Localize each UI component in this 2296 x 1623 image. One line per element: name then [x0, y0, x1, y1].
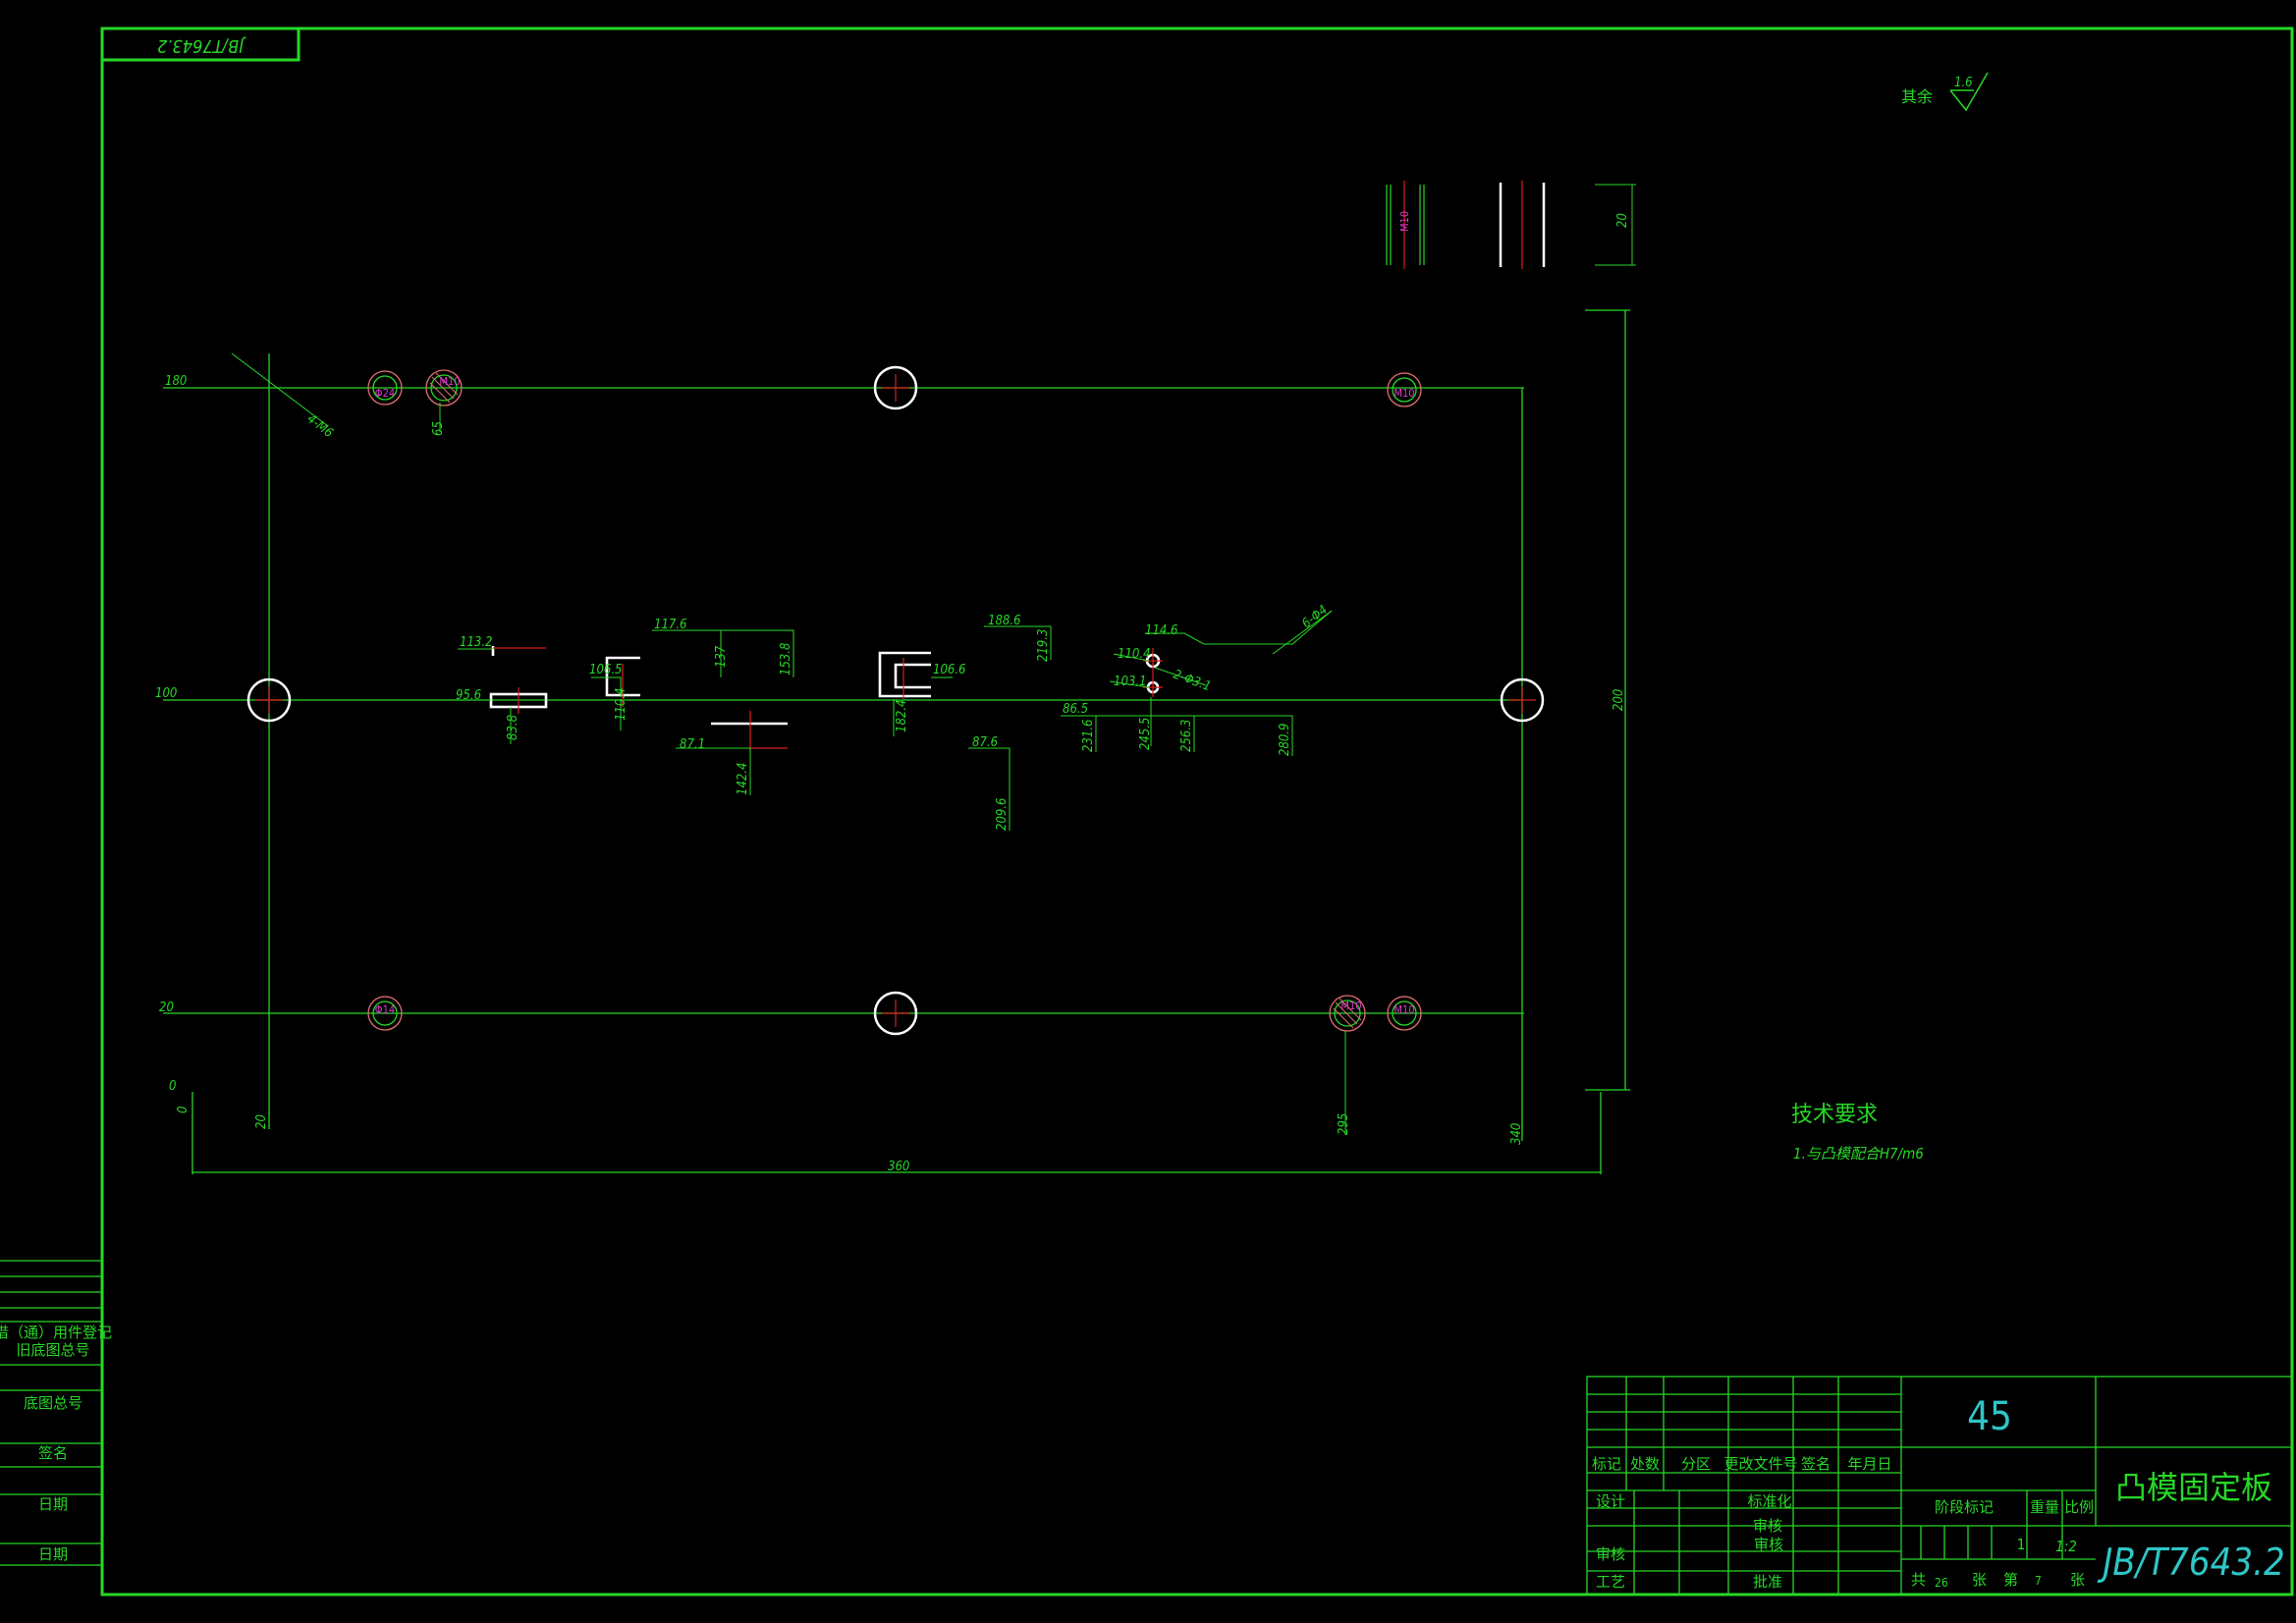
dim-100: 100	[155, 686, 177, 701]
tb-sheet-label: 张	[1972, 1571, 1987, 1589]
dim-20: 20	[159, 1001, 174, 1015]
dim-87-1: 87.1	[680, 737, 705, 752]
tb-material: 45	[1967, 1394, 2012, 1439]
dim-231-6: 231.6	[1081, 720, 1096, 752]
dim-83-8: 83.8	[506, 715, 520, 740]
tb-row-std: 标准化	[1747, 1492, 1791, 1510]
hole-label-4: Φ14	[375, 1003, 395, 1016]
tb-row-approve: 批准	[1753, 1573, 1782, 1591]
guide-holes	[246, 365, 1545, 1036]
dim-0-vert: 0	[176, 1107, 191, 1113]
tb-weight: 重量	[2030, 1498, 2059, 1516]
hole-label-6: M10	[1394, 1003, 1414, 1016]
tb-nth: 7	[2035, 1574, 2042, 1588]
dim-153-8: 153.8	[779, 643, 793, 676]
roughness-prefix: 其余	[1901, 87, 1933, 106]
dim-180: 180	[165, 374, 187, 389]
dim-x340: 340	[1509, 1123, 1524, 1145]
dim-h20: 20	[1615, 213, 1630, 228]
dim-x20: 20	[254, 1114, 269, 1129]
dim-x295: 295	[1337, 1113, 1351, 1135]
tb-hdr-mark: 标记	[1592, 1455, 1621, 1473]
hole-label-5: M10	[1340, 1000, 1361, 1012]
strip-sign: 签名	[38, 1444, 68, 1462]
dim-113-2: 113.2	[460, 635, 492, 650]
dim-95-6: 95.6	[456, 688, 481, 703]
tb-hdr-sign: 签名	[1801, 1455, 1831, 1473]
dim-103-1: 103.1	[1114, 675, 1146, 689]
strip-base-no: 底图总号	[24, 1394, 82, 1412]
tb-row-check: 审核	[1596, 1545, 1625, 1563]
strip-old-no: 旧底图总号	[16, 1341, 89, 1359]
tb-hdr-zone: 分区	[1681, 1455, 1711, 1473]
dim-182-4: 182.4	[895, 700, 909, 732]
dim-209-6: 209.6	[995, 798, 1010, 831]
dim-256-3: 256.3	[1179, 720, 1194, 752]
strip-reg: 借（通）用件登记	[0, 1324, 112, 1341]
tb-total-label: 共	[1911, 1571, 1926, 1589]
dim-106-5: 106.5	[589, 663, 622, 677]
dim-87-6: 87.6	[972, 735, 998, 750]
dim-219-3: 219.3	[1036, 629, 1051, 662]
tb-stage: 阶段标记	[1935, 1498, 1994, 1516]
roughness-symbol	[1949, 72, 1989, 112]
tb-row-drawn: 审核	[1753, 1517, 1782, 1535]
dim-65: 65	[431, 421, 446, 436]
feature-leaders	[458, 610, 1333, 831]
title-block	[1586, 1376, 2293, 1596]
hole-label-1: Φ24	[375, 387, 395, 400]
small-holes	[367, 369, 1422, 1032]
dim-106-6: 106.6	[933, 663, 965, 677]
tb-qty: 1	[2017, 1536, 2026, 1553]
tb-drawing-no: JB/T7643.2	[2097, 1541, 2285, 1584]
tb-row-process: 工艺	[1596, 1573, 1625, 1591]
dim-86-5: 86.5	[1063, 702, 1088, 717]
dim-110-4b: 110.4	[1118, 647, 1150, 662]
hole-label-2: M10	[439, 375, 460, 388]
tech-note-1: 1.与凸模配合H7/m6	[1793, 1145, 1924, 1163]
tech-title: 技术要求	[1791, 1103, 1878, 1127]
tb-scale: 1:2	[2055, 1538, 2077, 1555]
dim-0: 0	[169, 1079, 176, 1094]
tb-row-tech-audit: 审核	[1754, 1536, 1783, 1553]
tb-total: 26	[1935, 1576, 1948, 1590]
plate-outline	[163, 309, 1630, 1174]
tb-scale-hdr: 比例	[2064, 1498, 2094, 1516]
tb-nth-unit: 张	[2070, 1571, 2085, 1589]
left-strip	[0, 1260, 102, 1566]
corner-code: JB/T7643.2	[157, 35, 246, 56]
tb-hdr-doc: 更改文件号	[1723, 1455, 1797, 1473]
dim-188-6: 188.6	[988, 614, 1020, 628]
section-thread-label: M10	[1398, 211, 1411, 232]
dim-137: 137	[714, 645, 729, 668]
dim-280-9: 280.9	[1278, 724, 1292, 756]
tb-row-design: 设计	[1596, 1492, 1625, 1510]
strip-date-2: 日期	[38, 1545, 68, 1563]
tb-nth-label: 第	[2003, 1571, 2018, 1589]
drawing-frame	[100, 27, 2294, 1596]
tb-part-name: 凸模固定板	[2115, 1469, 2272, 1506]
tb-hdr-date: 年月日	[1847, 1455, 1891, 1473]
dim-117-6: 117.6	[654, 618, 686, 632]
tb-hdr-count: 处数	[1630, 1455, 1660, 1473]
dim-110-4: 110.4	[614, 688, 629, 721]
dim-h200: 200	[1612, 689, 1626, 711]
dim-142-4: 142.4	[736, 763, 750, 795]
hole-label-3: M10	[1394, 387, 1414, 400]
dim-w360: 360	[888, 1160, 909, 1174]
dim-114-6: 114.6	[1145, 623, 1177, 638]
strip-date-1: 日期	[38, 1495, 68, 1513]
dim-245-5: 245.5	[1138, 718, 1153, 750]
thread-section-view	[1386, 181, 1636, 269]
roughness-value: 1.6	[1954, 76, 1973, 90]
